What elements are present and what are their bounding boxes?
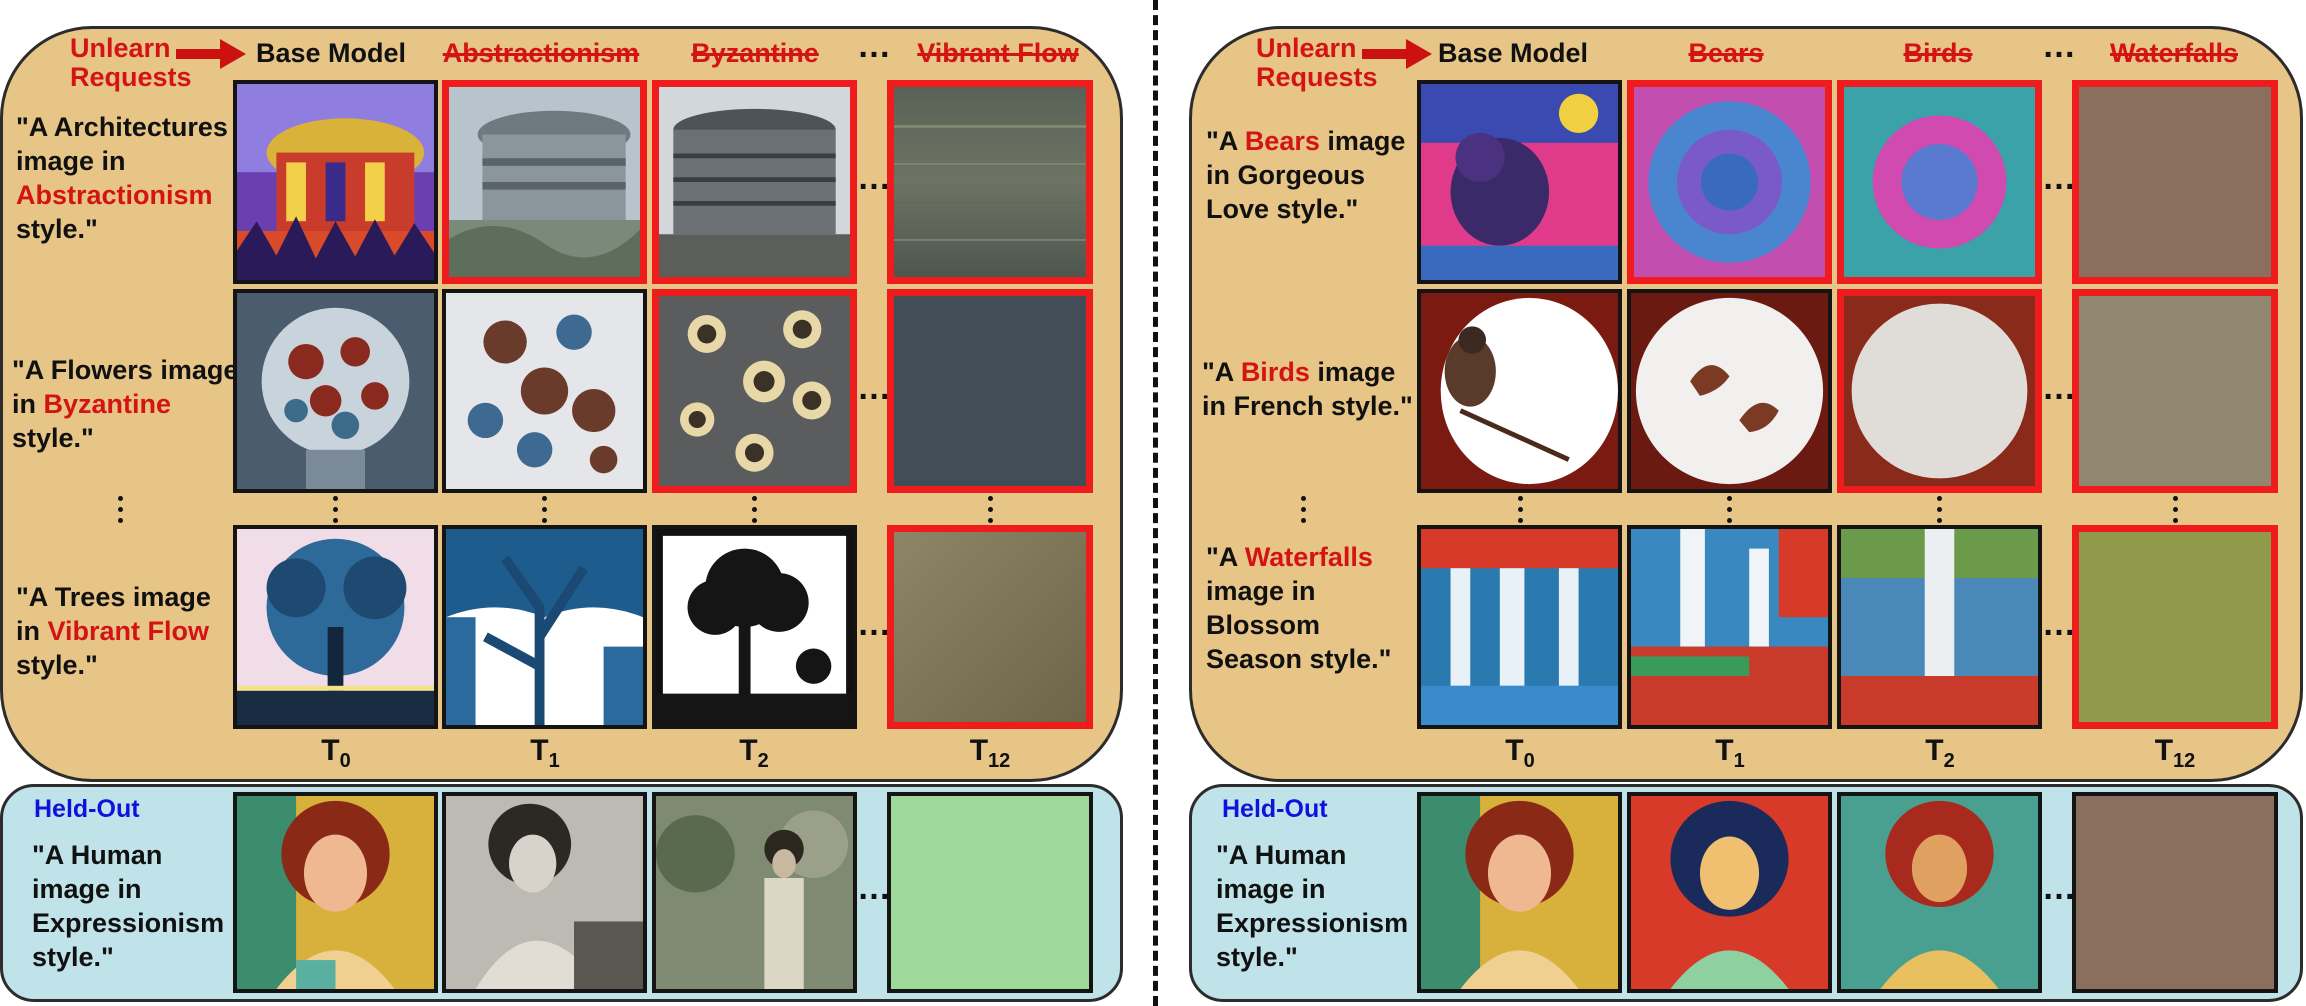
right-held-out-prompt: "A Human image in Expressionism style." xyxy=(1216,840,1409,972)
right-row2-ellipsis: … xyxy=(2042,369,2076,407)
left-t1-label: T1 xyxy=(530,734,560,772)
left-trees-base-image xyxy=(233,525,438,729)
right-held-out-label: Held-Out xyxy=(1222,795,1328,823)
left-col3-vertical-ellipsis xyxy=(988,496,994,529)
left-t0-label: T0 xyxy=(321,734,351,772)
right-bears-t12-image xyxy=(2072,80,2278,284)
left-architecture-t2-image xyxy=(652,80,857,284)
right-col0-vertical-ellipsis xyxy=(1518,496,1524,529)
right-t0-label: T0 xyxy=(1505,734,1535,772)
right-header-waterfalls: Waterfalls xyxy=(2109,38,2239,68)
left-base-model-header: Base Model xyxy=(255,38,407,68)
left-trees-t12-image xyxy=(887,525,1093,729)
right-human-t1-image xyxy=(1627,792,1832,993)
left-flowers-base-image xyxy=(233,289,438,493)
left-held-out-ellipsis: … xyxy=(857,869,891,907)
right-waterfalls-t12-image xyxy=(2072,525,2278,729)
left-flowers-t12-image xyxy=(887,289,1093,493)
right-birds-t12-image xyxy=(2072,289,2278,493)
left-header-ellipsis: … xyxy=(857,27,891,65)
right-held-out-ellipsis: … xyxy=(2042,869,2076,907)
right-bears-base-image xyxy=(1417,80,1622,284)
left-t12-label: T12 xyxy=(969,734,1011,772)
left-trees-t2-image xyxy=(652,525,857,729)
right-t12-label: T12 xyxy=(2154,734,2196,772)
left-header-byzantine: Byzantine xyxy=(691,38,819,68)
left-flowers-t1-image xyxy=(442,289,647,493)
right-col1-vertical-ellipsis xyxy=(1727,496,1733,529)
left-row2-ellipsis: … xyxy=(857,369,891,407)
left-held-out-label: Held-Out xyxy=(34,795,140,823)
right-waterfalls-t2-image xyxy=(1837,525,2042,729)
left-human-t2-image xyxy=(652,792,857,993)
right-human-t12-image xyxy=(2072,792,2278,993)
right-prompt-birds: "A Birds image in French style." xyxy=(1202,357,1413,421)
right-human-base-image xyxy=(1417,792,1622,993)
left-held-out-prompt: "A Human image in Expressionism style." xyxy=(32,840,225,972)
right-col3-vertical-ellipsis xyxy=(2173,496,2179,529)
right-bears-t2-image xyxy=(1837,80,2042,284)
right-t1-label: T1 xyxy=(1715,734,1745,772)
right-unlearn-requests-label: Unlearn Requests xyxy=(1256,33,1378,93)
right-row3-ellipsis: … xyxy=(2042,605,2076,643)
right-header-bears: Bears xyxy=(1688,38,1764,68)
right-human-t2-image xyxy=(1837,792,2042,993)
right-base-model-header: Base Model xyxy=(1437,38,1589,68)
right-birds-t1-image xyxy=(1627,289,1832,493)
right-col2-vertical-ellipsis xyxy=(1937,496,1943,529)
left-col0-vertical-ellipsis xyxy=(333,496,339,529)
right-prompt-bears: "A Bears image in Gorgeous Love style." xyxy=(1206,126,1406,224)
right-bears-t1-image xyxy=(1627,80,1832,284)
left-prompt-vertical-ellipsis xyxy=(118,496,124,529)
right-header-birds: Birds xyxy=(1903,38,1973,68)
left-prompt-trees: "A Trees image in Vibrant Flow style." xyxy=(16,582,211,680)
left-col1-vertical-ellipsis xyxy=(542,496,548,529)
right-birds-t2-image xyxy=(1837,289,2042,493)
left-col2-vertical-ellipsis xyxy=(752,496,758,529)
left-human-base-image xyxy=(233,792,438,993)
left-header-abstractionism: Abstractionism xyxy=(442,38,640,68)
right-waterfalls-base-image xyxy=(1417,525,1622,729)
right-arrow-icon xyxy=(1362,39,1432,69)
right-row1-ellipsis: … xyxy=(2042,159,2076,197)
left-header-vibrant-flow: Vibrant Flow xyxy=(917,38,1079,68)
left-architecture-t1-image xyxy=(442,80,647,284)
left-row3-ellipsis: … xyxy=(857,605,891,643)
left-prompt-architectures: "A Architectures image in Abstractionism… xyxy=(16,112,228,244)
left-architecture-t12-image xyxy=(887,80,1093,284)
right-waterfalls-t1-image xyxy=(1627,525,1832,729)
left-trees-t1-image xyxy=(442,525,647,729)
left-flowers-t2-image xyxy=(652,289,857,493)
left-human-t12-image xyxy=(887,792,1093,993)
left-architecture-base-image xyxy=(233,80,438,284)
panel-divider xyxy=(1153,0,1158,1006)
right-t2-label: T2 xyxy=(1925,734,1955,772)
left-arrow-icon xyxy=(176,39,246,69)
left-row1-ellipsis: … xyxy=(857,159,891,197)
left-unlearn-requests-label: Unlearn Requests xyxy=(70,33,192,93)
left-human-t1-image xyxy=(442,792,647,993)
right-birds-base-image xyxy=(1417,289,1622,493)
right-prompt-vertical-ellipsis xyxy=(1301,496,1307,529)
right-header-ellipsis: … xyxy=(2042,27,2076,65)
right-prompt-waterfalls: "A Waterfalls image in Blossom Season st… xyxy=(1206,542,1392,674)
left-prompt-flowers: "A Flowers image in Byzantine style." xyxy=(12,355,239,453)
left-t2-label: T2 xyxy=(739,734,769,772)
